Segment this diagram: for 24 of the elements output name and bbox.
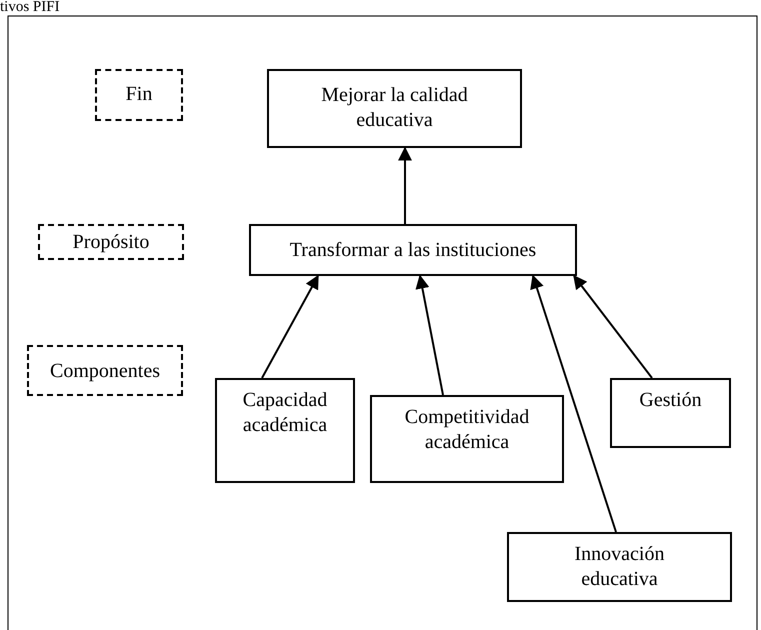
level-label-box [95,69,183,121]
arrow [530,274,617,532]
node-text: Gestión [638,388,703,413]
node-text: Componentes [49,359,161,384]
process-box [215,378,355,483]
process-box [507,532,732,602]
node-text: Transformar a las instituciones [288,238,538,263]
arrow [416,274,444,396]
node-text: Innovación educativa [574,542,666,592]
level-label-box [27,345,183,396]
heading-text: tivos PIFI [0,0,60,15]
process-box [249,224,577,276]
process-box [370,395,564,483]
node-text: Mejorar la calidad educativa [320,83,469,133]
arrow [573,274,653,379]
node-text: Propósito [72,230,150,255]
arrow [398,146,412,224]
arrow [261,274,319,378]
node-text: Competitividad académica [404,405,530,455]
process-box [610,378,731,448]
process-box [267,69,522,148]
level-label-box [38,224,184,260]
node-text: Capacidad académica [242,388,328,438]
node-text: Fin [124,82,154,107]
